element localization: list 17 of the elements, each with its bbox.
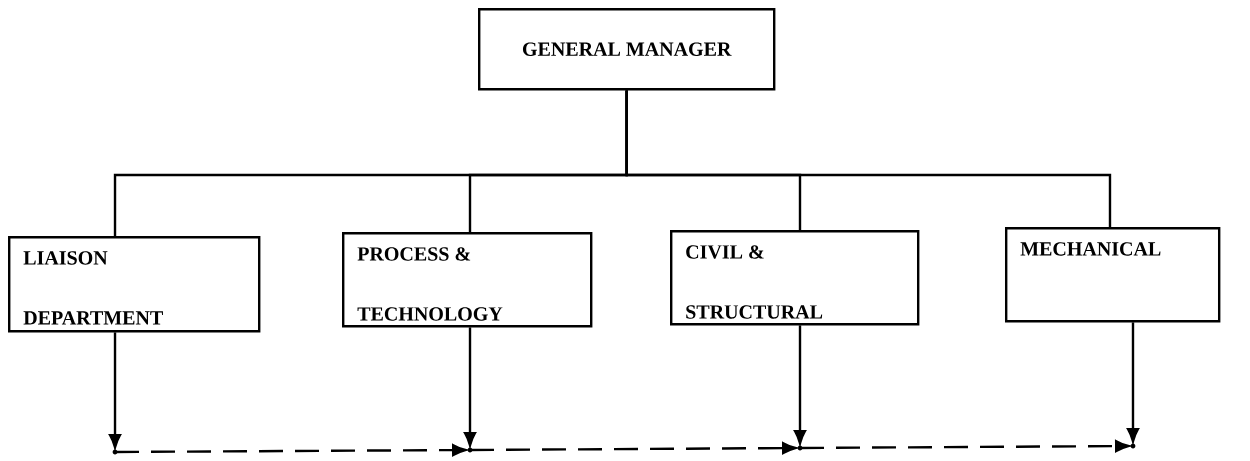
org-box: PROCESS & TECHNOLOGY [342,232,593,328]
arrow-end [467,447,473,453]
org-box: CIVIL & STRUCTURAL [670,230,920,326]
org-box: GENERAL MANAGER [478,8,776,91]
arrow-end [797,445,803,451]
arrow [793,325,807,445]
org-box: MECHANICAL [1005,227,1221,323]
arrow-end [1130,443,1136,449]
dashed-arrow [115,444,467,457]
arrow [108,332,122,449]
arrow-end [112,449,118,455]
arrow [463,327,477,447]
connector-line [625,90,1112,227]
dashed-arrow [470,442,797,455]
dashed-arrow [800,440,1130,453]
org-box: LIAISON DEPARTMENT [8,236,261,333]
arrow [1126,322,1140,443]
